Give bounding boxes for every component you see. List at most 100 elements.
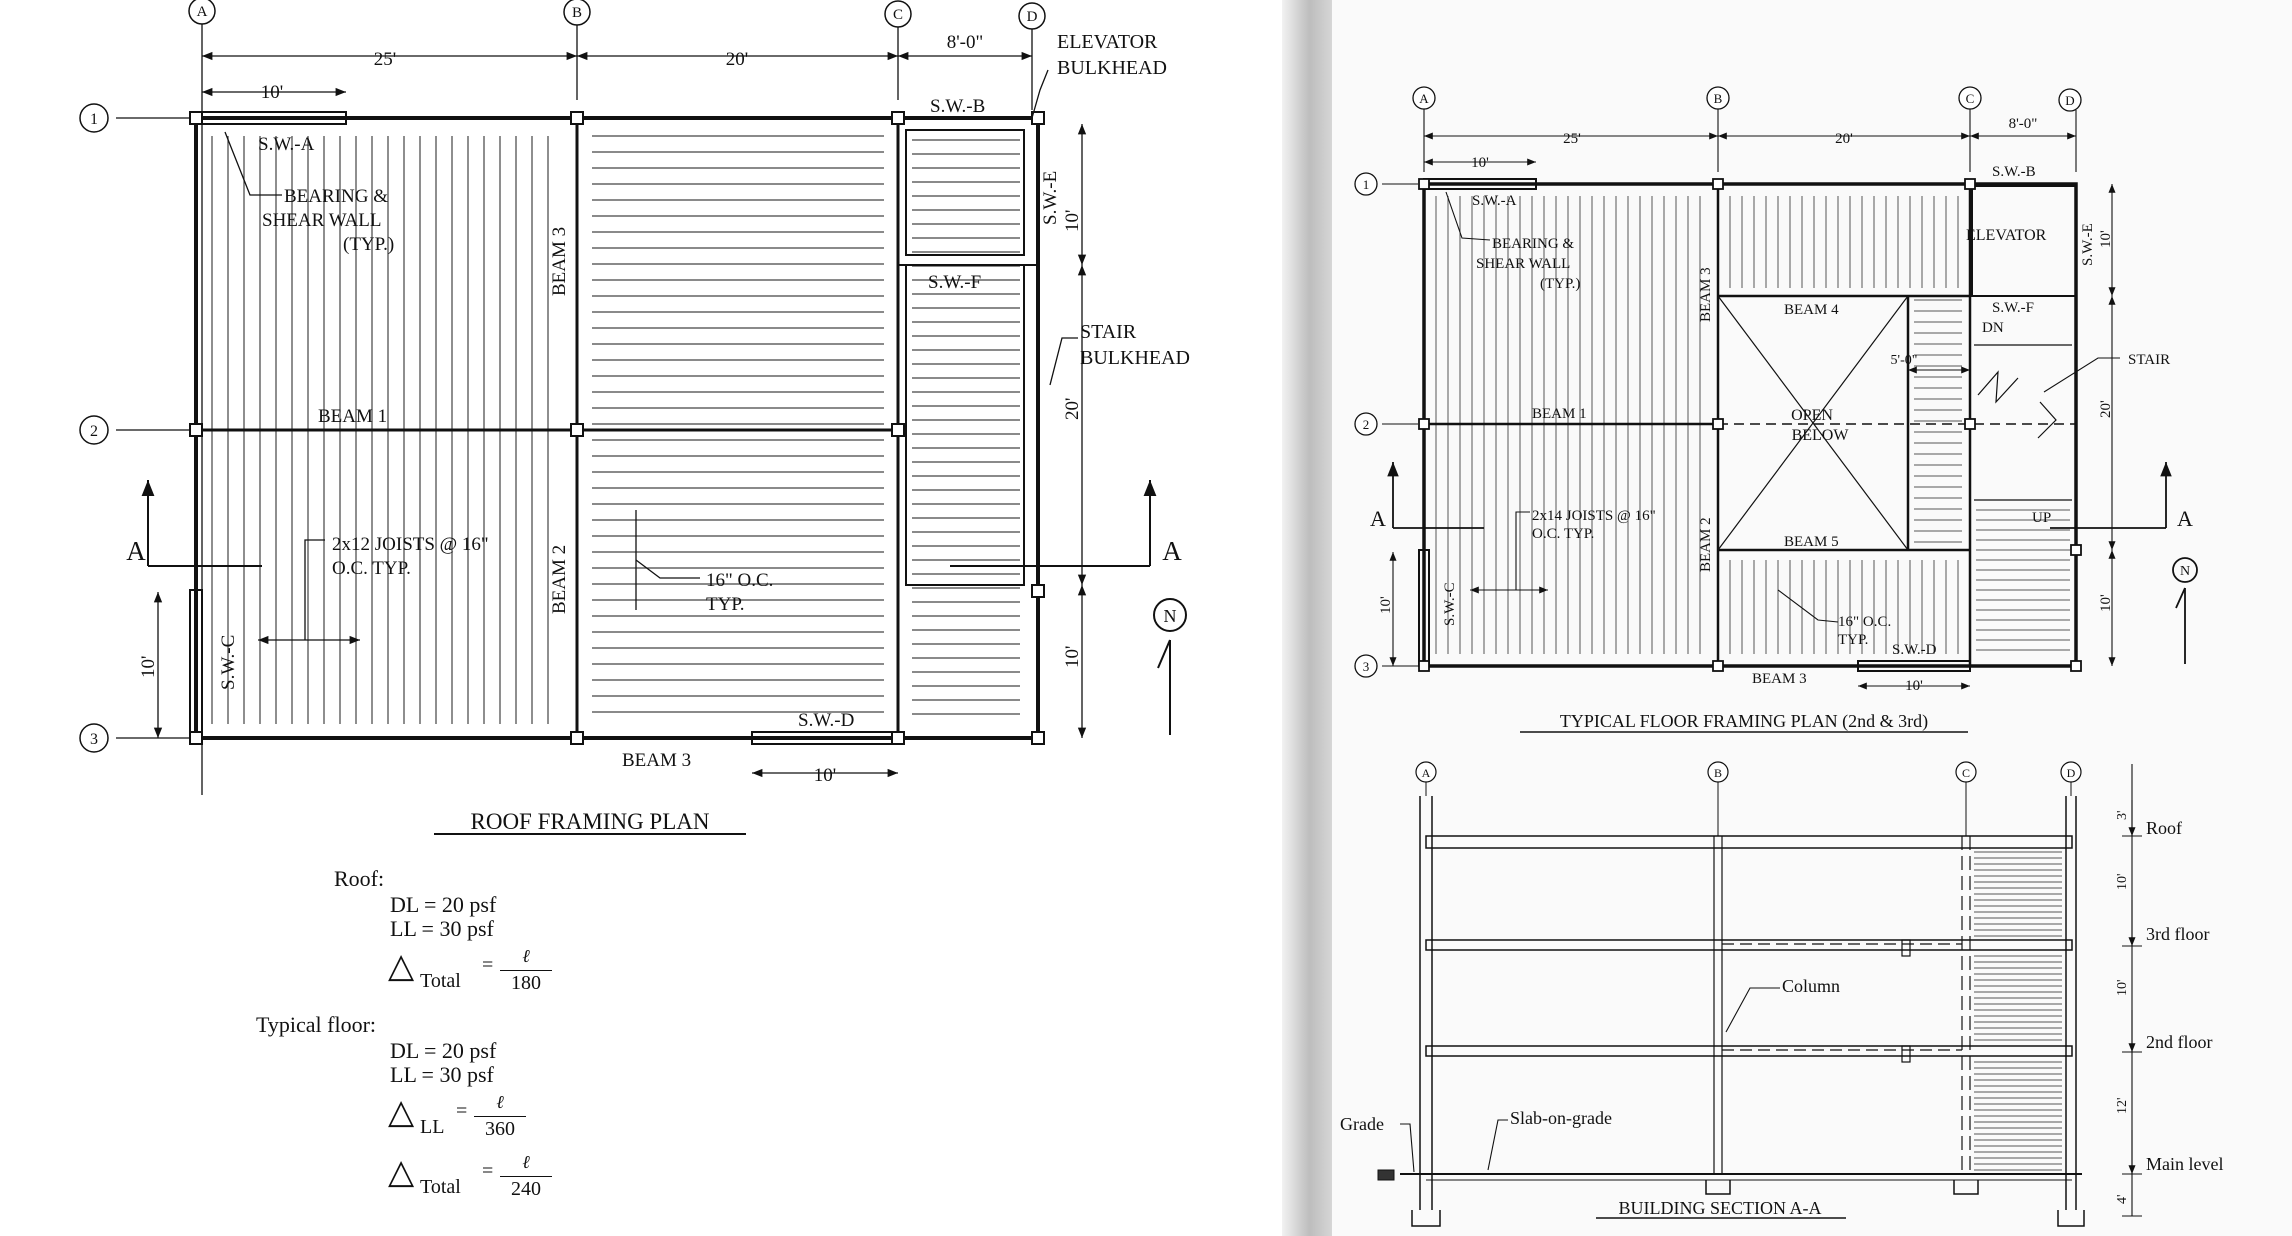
section-beam-3rd	[1901, 939, 1911, 957]
section-grid-a: A	[1422, 766, 1431, 780]
roof-elevator-2: BULKHEAD	[1057, 57, 1167, 79]
typ-up-label: UP	[2032, 510, 2051, 526]
typ-plan-title: TYPICAL FLOOR FRAMING PLAN (2nd & 3rd)	[1560, 711, 1928, 732]
roof-plan-text: A B C D 1 2 3 25' 20' 8'-0" 10' ELEVATOR…	[90, 4, 1190, 834]
roof-dim-10-top: 10'	[261, 82, 283, 103]
roof-grid-lines	[116, 24, 1033, 795]
roof-beam3-bottom: BEAM 3	[622, 750, 691, 771]
typ-joists-2: O.C. TYP.	[1532, 526, 1594, 542]
roof-joists-bay-bc	[592, 135, 884, 713]
section-leaders	[1400, 987, 1780, 1173]
typ-beam3-bottom: BEAM 3	[1752, 671, 1807, 687]
section-beam-2nd	[1901, 1045, 1911, 1063]
section-slab-label: Slab-on-grade	[1510, 1108, 1612, 1128]
section-footings	[1411, 1180, 2085, 1227]
roof-dim-25: 25'	[374, 49, 396, 70]
typ-elevator-label: ELEVATOR	[1966, 227, 2047, 244]
typ-oc-1: 16" O.C.	[1838, 614, 1891, 630]
typ-north-arrow	[2172, 557, 2198, 664]
typ-grid-2: 2	[1363, 417, 1370, 432]
typ-swc-label: S.W.-C	[1442, 582, 1458, 626]
typ-beam3-v: BEAM 3	[1698, 267, 1714, 322]
typ-swd-label: S.W.-D	[1892, 642, 1937, 658]
floor-delta-ll-icon: △	[388, 1094, 415, 1131]
typ-swd-wall	[1857, 660, 1971, 672]
roof-total-num: ℓ	[522, 946, 530, 966]
typ-dn-label: DN	[1982, 320, 2004, 336]
typ-oc-2: TYP.	[1838, 632, 1868, 648]
roof-dim-20: 20'	[726, 49, 748, 70]
roof-dim-right-10a: 10'	[1062, 210, 1083, 232]
section-grid-c: C	[1962, 766, 1970, 780]
load-notes: Roof: DL = 20 psf LL = 30 psf △ Total = …	[256, 866, 552, 1200]
section-grid-b: B	[1714, 766, 1722, 780]
roof-dim-8: 8'-0"	[947, 32, 984, 53]
roof-swc-label: S.W.-C	[218, 635, 239, 690]
typ-bearing-1: BEARING &	[1492, 236, 1574, 252]
typ-dim-right-20: 20'	[2098, 400, 2114, 418]
roof-stair-2: BULKHEAD	[1080, 347, 1190, 369]
typ-dim-20: 20'	[1835, 131, 1853, 147]
floor-total-sub: Total	[420, 1176, 461, 1198]
roof-oc-2: TYP.	[706, 594, 745, 615]
roof-framing-plan	[79, 0, 1187, 835]
floor-ll-den: 360	[485, 1118, 515, 1140]
typ-dim-right-10a: 10'	[2098, 230, 2114, 248]
typical-floor-plan	[1354, 86, 2198, 733]
section-roof-label: Roof	[2146, 818, 2182, 838]
typ-bearing-2: SHEAR WALL	[1476, 256, 1570, 272]
roof-elevator-box	[905, 129, 1025, 256]
floor-ll: LL = 30 psf	[390, 1062, 494, 1087]
section-3rd-label: 3rd floor	[2146, 924, 2209, 944]
typ-grid-b: B	[1714, 91, 1723, 106]
typ-beam4: BEAM 4	[1784, 302, 1839, 318]
roof-grid-c: C	[893, 7, 903, 23]
roof-grid-bubbles	[79, 0, 1046, 753]
section-dim-10a: 10'	[2115, 873, 2130, 890]
section-column-label: Column	[1782, 976, 1840, 996]
roof-grid-3: 3	[90, 731, 98, 748]
typ-grid-a: A	[1419, 91, 1429, 106]
typ-columns	[1418, 178, 2082, 672]
section-dim-10b: 10'	[2115, 979, 2130, 996]
roof-total-eq: =	[482, 954, 494, 976]
typ-joists-1: 2x14 JOISTS @ 16"	[1532, 508, 1656, 524]
section-dim-12: 12'	[2115, 1097, 2130, 1114]
typ-open-x2	[1717, 295, 1909, 551]
roof-ll: LL = 30 psf	[390, 916, 494, 941]
page-gutter	[1282, 0, 1332, 1236]
floor-dl: DL = 20 psf	[390, 1038, 497, 1063]
section-main-label: Main level	[2146, 1154, 2223, 1174]
roof-dim-left-10: 10'	[138, 656, 159, 678]
typ-dim-25: 25'	[1563, 131, 1581, 147]
left-page	[0, 0, 1282, 1236]
typ-dim-left-10: 10'	[1378, 596, 1394, 614]
roof-grid-b: B	[572, 5, 582, 21]
typ-swa-label: S.W.-A	[1472, 193, 1517, 209]
roof-grid-1: 1	[90, 111, 98, 128]
roof-section-right: A	[1162, 536, 1182, 566]
typ-section-left: A	[1370, 506, 1386, 531]
floor-total-eq: =	[482, 1160, 494, 1182]
roof-stair-1: STAIR	[1080, 321, 1137, 343]
roof-grid-d: D	[1027, 9, 1038, 25]
typ-dim-8: 8'-0"	[2009, 116, 2038, 132]
typ-joists-bay-cd	[1976, 509, 2070, 651]
floor-delta-total-icon: △	[388, 1154, 415, 1191]
typ-swb-label: S.W.-B	[1992, 164, 2036, 180]
roof-dim-right-20: 20'	[1062, 398, 1083, 420]
roof-dim-bottom-10: 10'	[814, 765, 836, 786]
floor-ll-eq: =	[456, 1100, 468, 1122]
typ-north-label: N	[2180, 564, 2190, 579]
roof-beam1: BEAM 1	[318, 406, 387, 427]
roof-swe-label: S.W.-E	[1040, 171, 1061, 225]
roof-section-left: A	[126, 536, 146, 566]
typ-stair-treads	[1974, 344, 2072, 501]
section-dim-4: 4'	[2115, 1194, 2130, 1204]
typ-grid-lines	[1382, 108, 2077, 667]
floor-ll-num: ℓ	[496, 1092, 504, 1112]
typ-stair-label: STAIR	[2128, 352, 2170, 368]
roof-beam2: BEAM 2	[549, 545, 570, 614]
typ-grid-3: 3	[1363, 659, 1370, 674]
